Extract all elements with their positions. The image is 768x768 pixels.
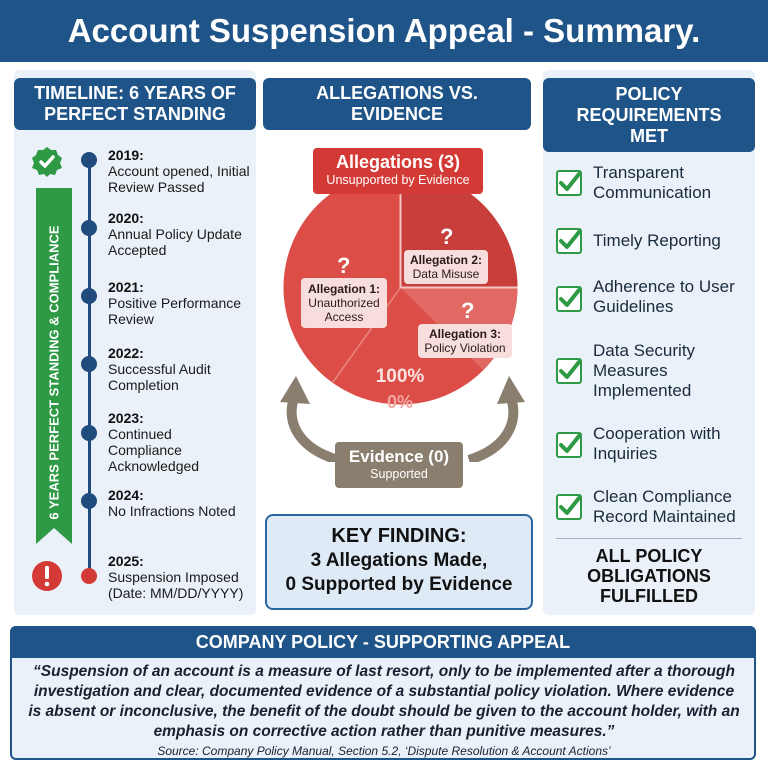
requirement-1: Transparent Communication xyxy=(593,163,712,202)
percent-0: 0% xyxy=(386,392,413,412)
timeline-entry-2023: 2023: Continued Compliance Acknowledged xyxy=(108,410,200,474)
key-finding-box: KEY FINDING: 3 Allegations Made, 0 Suppo… xyxy=(265,514,533,610)
standing-ribbon xyxy=(36,188,72,544)
title-banner: Account Suspension Appeal - Summary. xyxy=(0,0,768,62)
check-icon-5 xyxy=(556,432,582,458)
timeline-entry-2025: 2025: Suspension Imposed (Date: MM/DD/YY… xyxy=(108,553,244,601)
timeline-dot-2023 xyxy=(81,425,97,441)
timeline-heading: TIMELINE: 6 YEARS OF PERFECT STANDING xyxy=(14,78,256,130)
allegations-count-box: Allegations (3) Unsupported by Evidence xyxy=(313,148,483,194)
requirement-2: Timely Reporting xyxy=(593,231,721,250)
policy-quote: “Suspension of an account is a measure o… xyxy=(28,663,740,740)
ribbon-label: 6 YEARS PERFECT STANDING & COMPLIANCE xyxy=(46,224,62,520)
requirement-3: Adherence to User Guidelines xyxy=(593,277,735,316)
policy-summary: ALL POLICY OBLIGATIONS FULFILLED xyxy=(587,546,711,606)
question-mark-3: ? xyxy=(461,298,475,323)
check-icon-2 xyxy=(556,228,582,254)
question-mark-2: ? xyxy=(440,224,454,249)
timeline-dot-2020 xyxy=(81,220,97,236)
policy-source: Source: Company Policy Manual, Section 5… xyxy=(157,744,611,758)
policy-panel xyxy=(543,70,755,615)
warning-icon xyxy=(31,560,63,592)
requirement-6: Clean Compliance Record Maintained xyxy=(593,487,736,526)
check-icon-4 xyxy=(556,358,582,384)
company-policy-heading-bar: COMPANY POLICY - SUPPORTING APPEAL xyxy=(10,626,756,658)
requirement-5: Cooperation with Inquiries xyxy=(593,424,721,463)
timeline-dot-2021 xyxy=(81,288,97,304)
question-mark-1: ? xyxy=(337,253,351,278)
timeline-dot-2019 xyxy=(81,152,97,168)
timeline-dot-2025 xyxy=(81,568,97,584)
allegations-heading: ALLEGATIONS VS. EVIDENCE xyxy=(263,78,531,130)
timeline-dot-2022 xyxy=(81,356,97,372)
page-title: Account Suspension Appeal - Summary. xyxy=(67,12,701,49)
verified-check-icon xyxy=(31,146,63,178)
timeline-entry-2024: 2024: No Infractions Noted xyxy=(108,487,236,519)
timeline-entry-2022: 2022: Successful Audit Completion xyxy=(108,345,211,393)
check-icon-6 xyxy=(556,494,582,520)
allegation-1-label: Allegation 1: Unauthorized Access xyxy=(301,278,387,328)
left-curved-arrow-icon xyxy=(276,372,346,465)
timeline-entry-2019: 2019: Account opened, Initial Review Pas… xyxy=(108,147,250,195)
timeline-entry-2021: 2021: Positive Performance Review xyxy=(108,279,242,327)
right-curved-arrow-icon xyxy=(463,372,529,465)
allegation-2-label: Allegation 2: Data Misuse xyxy=(404,250,488,284)
requirement-4: Data Security Measures Implemented xyxy=(593,341,696,400)
check-icon-3 xyxy=(556,286,582,312)
policy-divider xyxy=(556,538,742,539)
timeline-entry-2020: 2020: Annual Policy Update Accepted xyxy=(108,210,242,258)
check-icon-1 xyxy=(556,170,582,196)
evidence-count-box: Evidence (0) Supported xyxy=(335,442,463,488)
allegation-3-label: Allegation 3: Policy Violation xyxy=(418,324,512,358)
policy-heading: POLICY REQUIREMENTS MET xyxy=(543,78,755,152)
timeline-dot-2024 xyxy=(81,493,97,509)
percent-100: 100% xyxy=(375,366,425,387)
